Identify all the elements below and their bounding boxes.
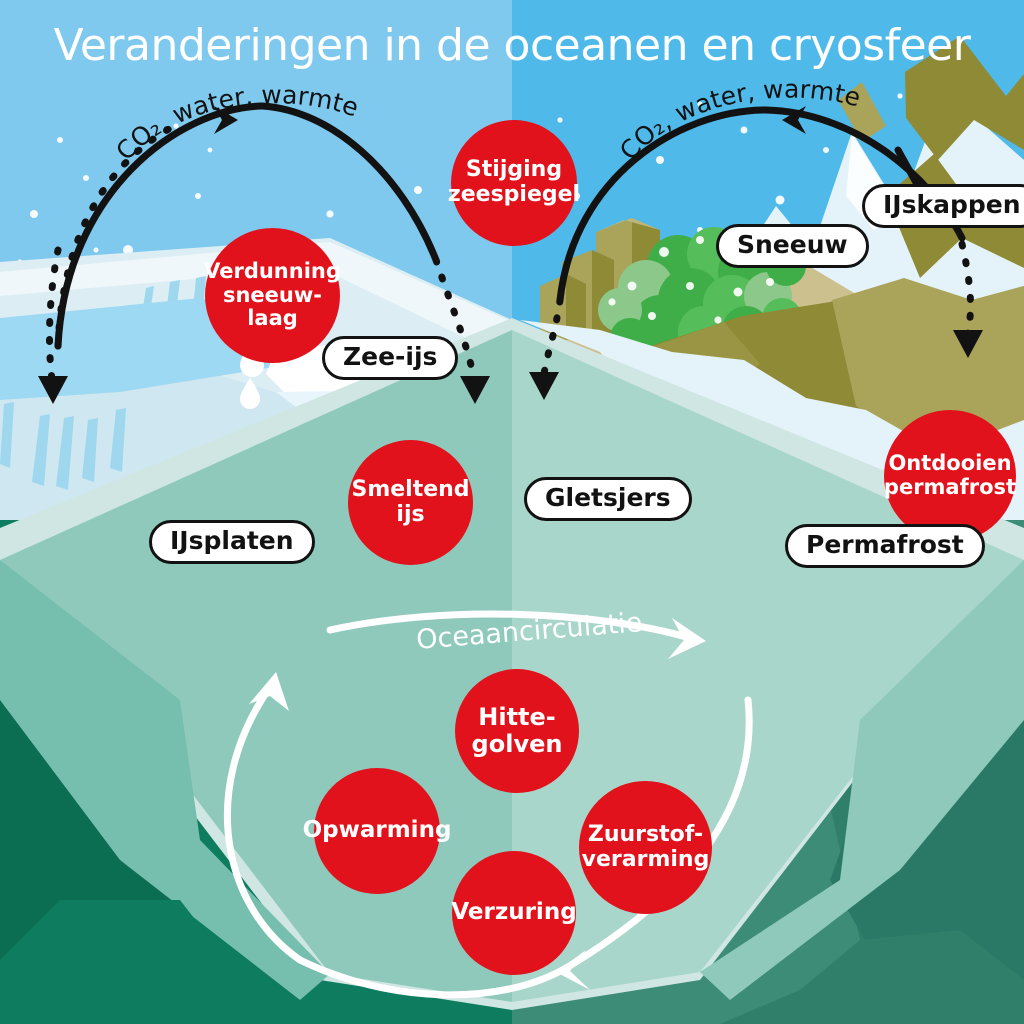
circulation-loop-bottom-arrowhead [556, 950, 590, 990]
pill-label: Gletsjers [545, 483, 671, 512]
pill-label: IJskappen [883, 190, 1021, 219]
pill-gletsjers[interactable]: Gletsjers [524, 477, 692, 522]
arc-left-midarrow [214, 106, 238, 134]
bubble-verzuring[interactable]: Verzuring [451, 851, 577, 975]
arc-left-descend [46, 246, 62, 384]
permafrost-facet-light [832, 278, 1024, 452]
bubble-smeltend-ijs[interactable]: Smeltend ijs [348, 440, 473, 565]
seabed-step-right [720, 930, 1024, 1024]
bubble-hittegolven[interactable]: Hitte- golven [455, 669, 579, 793]
pill-zee-ijs[interactable]: Zee-ijs [322, 336, 459, 381]
pill-sneeuw[interactable]: Sneeuw [716, 224, 869, 269]
arc-right-solid [556, 106, 770, 304]
bubble-label: Smeltend ijs [351, 476, 470, 527]
arc-right-arrowhead-down [529, 372, 559, 400]
bubble-label: Hitte- golven [471, 703, 563, 758]
bubble-label: Verdunning sneeuw- laag [204, 259, 341, 331]
arc-right-arrowhead-down2 [953, 330, 983, 358]
seabed-step-left [0, 900, 300, 1024]
ice-sheet-top [0, 242, 512, 340]
bubble-verdunning-sneeuwlaag[interactable]: Verdunning sneeuw- laag [204, 228, 341, 363]
bubble-zuurstofverarming[interactable]: Zuurstof- verarming [579, 781, 712, 914]
pill-ijskappen[interactable]: IJskappen [862, 184, 1024, 229]
arc-right-tail-dotted [958, 240, 974, 338]
arc-left-tail-dotted [432, 256, 478, 382]
rock-ridge-far-a [905, 36, 1024, 160]
arc-left-descend-arrow [38, 376, 68, 404]
circulation-loop-left-arrowhead [249, 672, 289, 711]
arc-left-tail [258, 102, 440, 264]
rock-ridge-far-c [838, 82, 886, 142]
bubble-label: Ontdooien permafrost [883, 451, 1017, 499]
bubble-label: Zuurstof- verarming [581, 821, 710, 872]
pill-ijsplaten[interactable]: IJsplaten [149, 520, 315, 565]
pill-label: IJsplaten [170, 526, 294, 555]
sea-surface-bevel-right [700, 560, 1024, 1000]
bubble-label: Opwarming [302, 817, 452, 844]
bubble-label: Stijging zeespiegel [447, 157, 581, 207]
leader-ijskappen [894, 146, 922, 190]
bubble-stijging-zeespiegel[interactable]: Stijging zeespiegel [447, 120, 581, 246]
pill-label: Zee-ijs [343, 342, 438, 371]
circulation-top-arrow [326, 610, 694, 642]
pill-label: Permafrost [806, 530, 964, 559]
arc-left-solid [54, 102, 266, 350]
circulation-top-arrowhead [668, 618, 706, 659]
circulation-loop-bottom [296, 956, 570, 999]
arc-right-midarrow [782, 106, 806, 134]
circulation-loop-left [223, 686, 304, 964]
bubble-opwarming[interactable]: Opwarming [303, 768, 451, 894]
pill-permafrost[interactable]: Permafrost [785, 524, 985, 569]
arc-right-dashed [540, 296, 564, 378]
arc-left-arrowhead-down [460, 376, 490, 404]
sea-surface-bevel-left [0, 560, 330, 1000]
arc-left-dashed [54, 118, 186, 350]
pill-label: Sneeuw [737, 230, 848, 259]
bubble-ontdooien-permafrost[interactable]: Ontdooien permafrost [884, 410, 1016, 542]
bubble-label: Verzuring [451, 899, 577, 926]
